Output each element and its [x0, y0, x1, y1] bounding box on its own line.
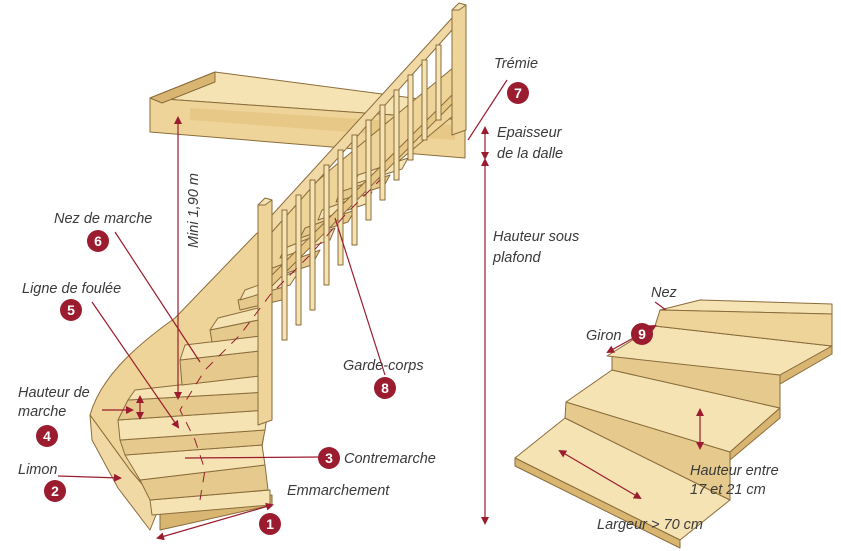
label-hauteur-de-1: Hauteur de: [18, 385, 90, 401]
badge-5: 5: [60, 299, 82, 321]
label-hauteur-entre-2: 17 et 21 cm: [690, 482, 766, 498]
label-giron: Giron: [586, 328, 622, 344]
badge-4: 4: [36, 425, 58, 447]
newel-posts: [257, 2, 467, 426]
badge-3: 3: [318, 447, 340, 469]
label-ligne-de-foulee: Ligne de foulée: [22, 281, 122, 297]
handrail: [271, 17, 453, 287]
label-nez: Nez: [651, 285, 677, 301]
badge-7: 7: [507, 82, 529, 104]
label-hauteur-entre-1: Hauteur entre: [690, 463, 779, 479]
label-hauteur-sous-1: Hauteur sous: [493, 229, 580, 245]
label-nez-de-marche: Nez de marche: [54, 211, 153, 227]
badge-8: 8: [374, 377, 396, 399]
label-contremarche: Contremarche: [344, 451, 436, 467]
label-hauteur-de-2: marche: [18, 404, 67, 420]
badge-2: 2: [44, 480, 66, 502]
badge-1: 1: [259, 513, 281, 535]
label-largeur: Largeur > 70 cm: [597, 517, 703, 533]
label-tremie: Trémie: [494, 56, 539, 72]
label-epaisseur-2: de la dalle: [497, 146, 564, 162]
walking-line: [179, 179, 381, 501]
annotation-lines: [57, 79, 704, 541]
label-emmarchement: Emmarchement: [287, 483, 390, 499]
badge-6: 6: [87, 230, 109, 252]
label-limon: Limon: [18, 462, 58, 478]
badge-9: 9: [631, 323, 653, 345]
small-stair: [514, 299, 833, 549]
balusters: [281, 44, 442, 341]
label-garde-corps: Garde-corps: [343, 358, 424, 374]
label-hauteur-sous-2: plafond: [493, 250, 541, 266]
slab: [149, 71, 466, 159]
label-mini: Mini 1,90 m: [186, 173, 202, 248]
label-epaisseur-1: Epaisseur: [497, 125, 562, 141]
